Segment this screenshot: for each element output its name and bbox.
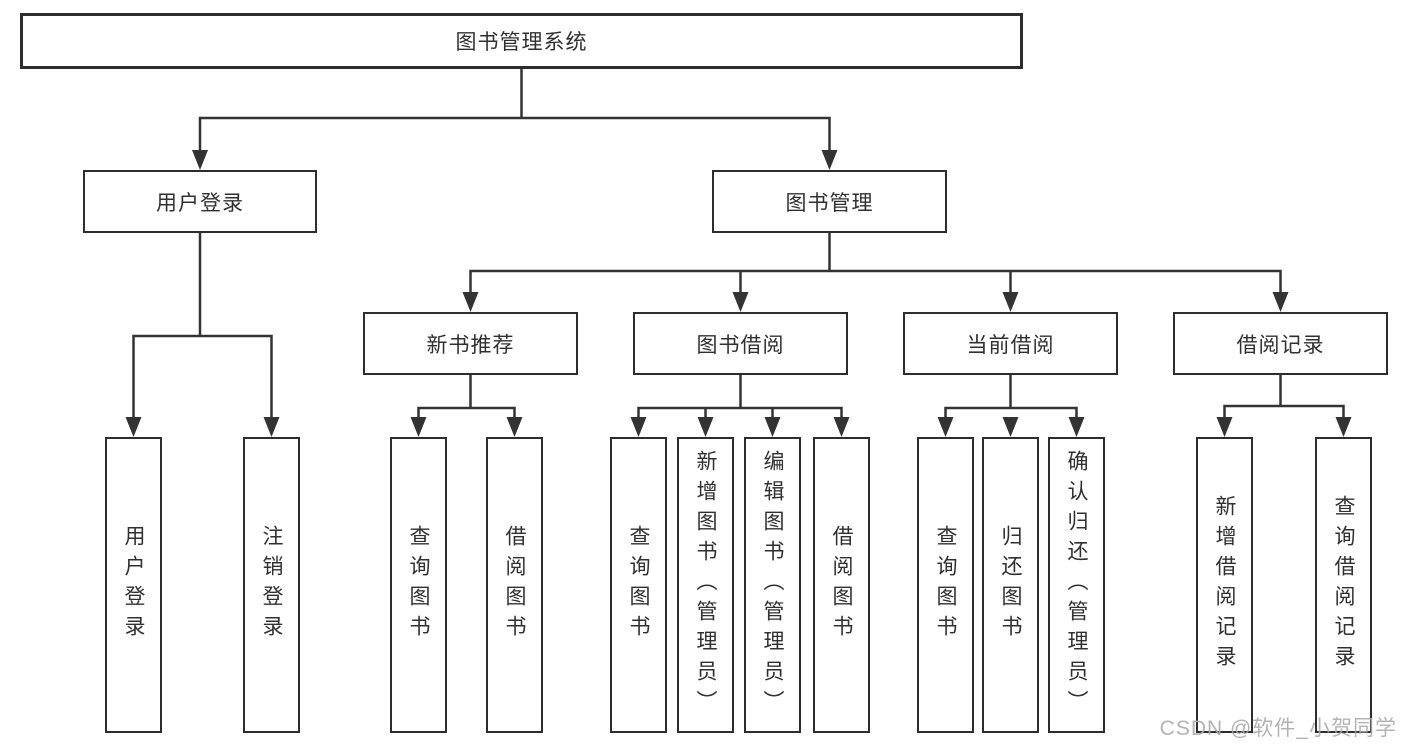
leaf-add-borrow-record-label: 新增借阅记录 [1213,495,1236,675]
node-current-borrowing-label: 当前借阅 [966,333,1055,357]
leaf-confirm-return-admin-label: 确认归还（管理员） [1065,450,1088,720]
node-book-management: 图书管理 [712,170,947,233]
node-book-borrowing: 图书借阅 [633,312,848,375]
node-new-book-recommend-label: 新书推荐 [426,333,515,357]
leaf-query-books-recommend: 查询图书 [390,437,447,733]
leaf-edit-books-admin-label: 编辑图书（管理员） [761,450,784,720]
arrowheads [125,150,1352,437]
leaf-user-login-label: 用户登录 [122,525,145,645]
node-borrowing-records-label: 借阅记录 [1236,333,1325,357]
node-borrowing-records: 借阅记录 [1173,312,1388,375]
node-book-management-label: 图书管理 [785,191,874,215]
leaf-borrow-books-recommend: 借阅图书 [486,437,543,733]
leaf-borrow-books-recommend-label: 借阅图书 [503,525,526,645]
leaf-confirm-return-admin: 确认归还（管理员） [1048,437,1105,733]
leaf-query-books-recommend-label: 查询图书 [407,525,430,645]
node-new-book-recommend: 新书推荐 [363,312,578,375]
leaf-add-borrow-record: 新增借阅记录 [1196,437,1253,733]
leaf-edit-books-admin: 编辑图书（管理员） [744,437,801,733]
node-book-borrowing-label: 图书借阅 [696,333,785,357]
leaf-query-books-current-label: 查询图书 [934,525,957,645]
leaf-logout-label: 注销登录 [260,525,283,645]
leaf-query-borrow-record-label: 查询借阅记录 [1332,495,1355,675]
leaf-query-borrow-record: 查询借阅记录 [1315,437,1372,733]
leaf-borrow-books-label: 借阅图书 [830,525,853,645]
node-user-login-label: 用户登录 [156,191,244,215]
leaf-logout: 注销登录 [243,437,300,733]
leaf-return-books: 归还图书 [982,437,1039,733]
leaf-user-login: 用户登录 [105,437,162,733]
node-user-login: 用户登录 [83,170,317,233]
leaf-add-books-admin-label: 新增图书（管理员） [694,450,717,720]
leaf-borrow-books: 借阅图书 [813,437,870,733]
node-library-system-label: 图书管理系统 [455,31,588,54]
connector-paths [132,67,1345,421]
leaf-query-books-borrow-label: 查询图书 [627,525,650,645]
node-current-borrowing: 当前借阅 [903,312,1118,375]
leaf-add-books-admin: 新增图书（管理员） [677,437,734,733]
leaf-return-books-label: 归还图书 [999,525,1022,645]
csdn-watermark: CSDN @软件_小贺同学 [1159,717,1397,740]
leaf-query-books-borrow: 查询图书 [610,437,667,733]
leaf-query-books-current: 查询图书 [917,437,974,733]
node-library-system: 图书管理系统 [20,13,1023,69]
